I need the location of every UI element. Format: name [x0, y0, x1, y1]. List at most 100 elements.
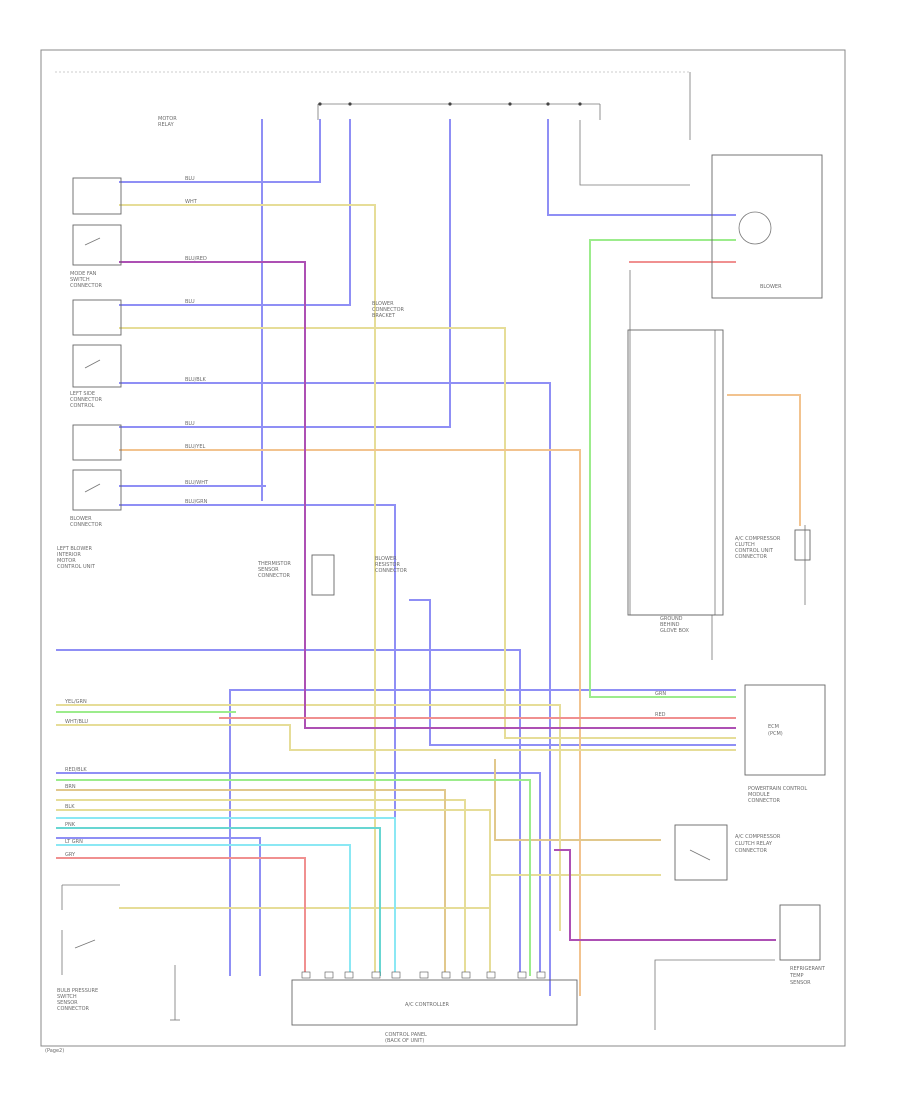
ecm-label-1: (PCM) — [768, 731, 783, 737]
wire-label-3: WHT — [185, 199, 198, 205]
mid-sensor-label-2: CONNECTOR — [258, 573, 291, 579]
wire-label-12: WHT/BLU — [65, 719, 88, 725]
bl-switch-arm — [74, 939, 96, 949]
clutch-relay-switch — [689, 849, 711, 861]
main-left-label-2: BRACKET — [372, 313, 396, 319]
wire-yellow-g — [56, 704, 561, 931]
bottom-left-switch — [61, 884, 120, 975]
wire-blue-d — [119, 382, 551, 996]
footer-code: (Page2) — [45, 1048, 64, 1054]
wire-green-c — [56, 779, 531, 976]
top-fuse-label-b: RELAY — [158, 122, 175, 128]
wire-label-10: RED — [655, 712, 666, 718]
wire-blue-e — [547, 119, 736, 216]
mode-fan-label-1: SWITCH — [70, 277, 90, 283]
blower-res-label-2: CONNECTOR — [375, 568, 408, 574]
left-blower-label-3: CONTROL UNIT — [57, 564, 96, 570]
ground-right-label-2: GLOVE BOX — [660, 628, 689, 634]
switch-arm-2 — [84, 359, 101, 369]
mid-sensor-label-1: SENSOR — [258, 567, 279, 573]
wire-blue-k — [56, 837, 261, 976]
wire-cyan-b — [56, 844, 351, 976]
pin-4 — [371, 971, 381, 979]
wire-blue-j — [229, 689, 736, 976]
node-2 — [348, 102, 352, 106]
bottom-left-label-2: SENSOR — [57, 1000, 78, 1006]
wire-blue-a — [119, 119, 321, 183]
pin-7 — [441, 971, 451, 979]
clutch-relay-label-0: A/C COMPRESSOR — [735, 834, 781, 840]
wire-yellow-a — [119, 204, 376, 976]
lower-right-sensor-label-0: REFRIGERANT — [790, 966, 826, 972]
switch-box-3 — [72, 299, 122, 336]
bottom-left-label-0: BULB PRESSURE — [57, 988, 98, 994]
right-controller-label-2: CONTROL UNIT — [735, 548, 774, 554]
wire-tan-a — [56, 789, 446, 976]
side-left-label-2: CONTROL — [70, 403, 95, 409]
pin-6 — [419, 971, 429, 979]
wire-label-5: BLU/BLK — [185, 377, 207, 383]
ecm-sub-label-1: MODULE — [748, 792, 770, 798]
ac-controller-sub-1: (BACK OF UNIT) — [385, 1038, 424, 1044]
ac-controller-box — [291, 979, 578, 1026]
pin-5 — [391, 971, 401, 979]
pin-9 — [486, 971, 496, 979]
wire-label-18: GRY — [65, 852, 76, 858]
blower-motor-label: BLOWER — [760, 284, 782, 290]
wire-label-1: BLU — [185, 299, 195, 305]
clutch-relay-box — [674, 824, 728, 881]
pin-11 — [536, 971, 546, 979]
wire-red-c — [56, 857, 306, 976]
switch-box-4 — [72, 344, 122, 388]
lower-right-sensor-label-1: TEMP — [789, 973, 804, 979]
switch-arm-3 — [84, 483, 101, 493]
ecm-box — [744, 684, 826, 776]
wire-blue-i — [56, 649, 521, 976]
main-left-label-1: CONNECTOR — [372, 307, 405, 313]
wire-black-c — [579, 120, 690, 186]
node-4 — [508, 102, 512, 106]
pin-1 — [301, 971, 311, 979]
mode-fan-label-2: CONNECTOR — [70, 283, 103, 289]
wire-orange-a — [119, 449, 581, 996]
clutch-relay-label-1: CLUTCH RELAY — [735, 841, 773, 847]
wire-label-11: YEL/GRN — [64, 699, 87, 705]
blower-res-label-1: RESISTOR — [375, 562, 400, 568]
side-left-label-0: LEFT SIDE — [70, 391, 95, 397]
wire-black-d — [654, 959, 775, 1030]
wire-label-7: BLU/WHT — [185, 480, 209, 486]
wire-purple-b — [554, 849, 776, 941]
wire-label-16: PNK — [65, 822, 76, 828]
lower-right-sensor-box — [779, 904, 821, 961]
wire-yellow-b — [119, 327, 736, 739]
wire-yellow-c — [56, 724, 736, 751]
wire-label-13: RED/BLK — [65, 767, 87, 773]
bottom-left-label-1: SWITCH — [57, 994, 77, 1000]
wire-label-14: BRN — [65, 784, 76, 790]
pin-3 — [344, 971, 354, 979]
controller-pins — [301, 971, 546, 979]
bottom-left-label-3: CONNECTOR — [57, 1006, 90, 1012]
right-controller-label-3: CONNECTOR — [735, 554, 768, 560]
node-3 — [448, 102, 452, 106]
mid-relay-box — [311, 554, 335, 596]
blower-res-label-0: BLOWER — [375, 556, 397, 562]
side-left-label-1: CONNECTOR — [70, 397, 103, 403]
wire-orange-b — [727, 394, 801, 526]
blower-junction-label-1: CONNECTOR — [70, 522, 103, 528]
ecm-label-0: ECM — [768, 724, 779, 730]
ground-right-label-0: GROUND — [660, 616, 683, 622]
wire-label-0: BLU — [185, 176, 195, 182]
clutch-relay-label-2: CONNECTOR — [735, 848, 768, 854]
wire-label-8: BLU/GRN — [185, 499, 208, 505]
node-5 — [546, 102, 550, 106]
wire-purple-a — [119, 261, 736, 729]
switch-box-1 — [72, 177, 122, 215]
diagram-frame — [40, 49, 846, 1047]
wire-teal-a — [56, 827, 381, 976]
wire-cyan-a — [56, 817, 396, 976]
ac-controller-sub-0: CONTROL PANEL — [385, 1032, 427, 1038]
wire-label-4: BLU/RED — [185, 256, 207, 262]
wire-green-a — [589, 239, 736, 698]
blower-motor-box — [711, 154, 823, 299]
